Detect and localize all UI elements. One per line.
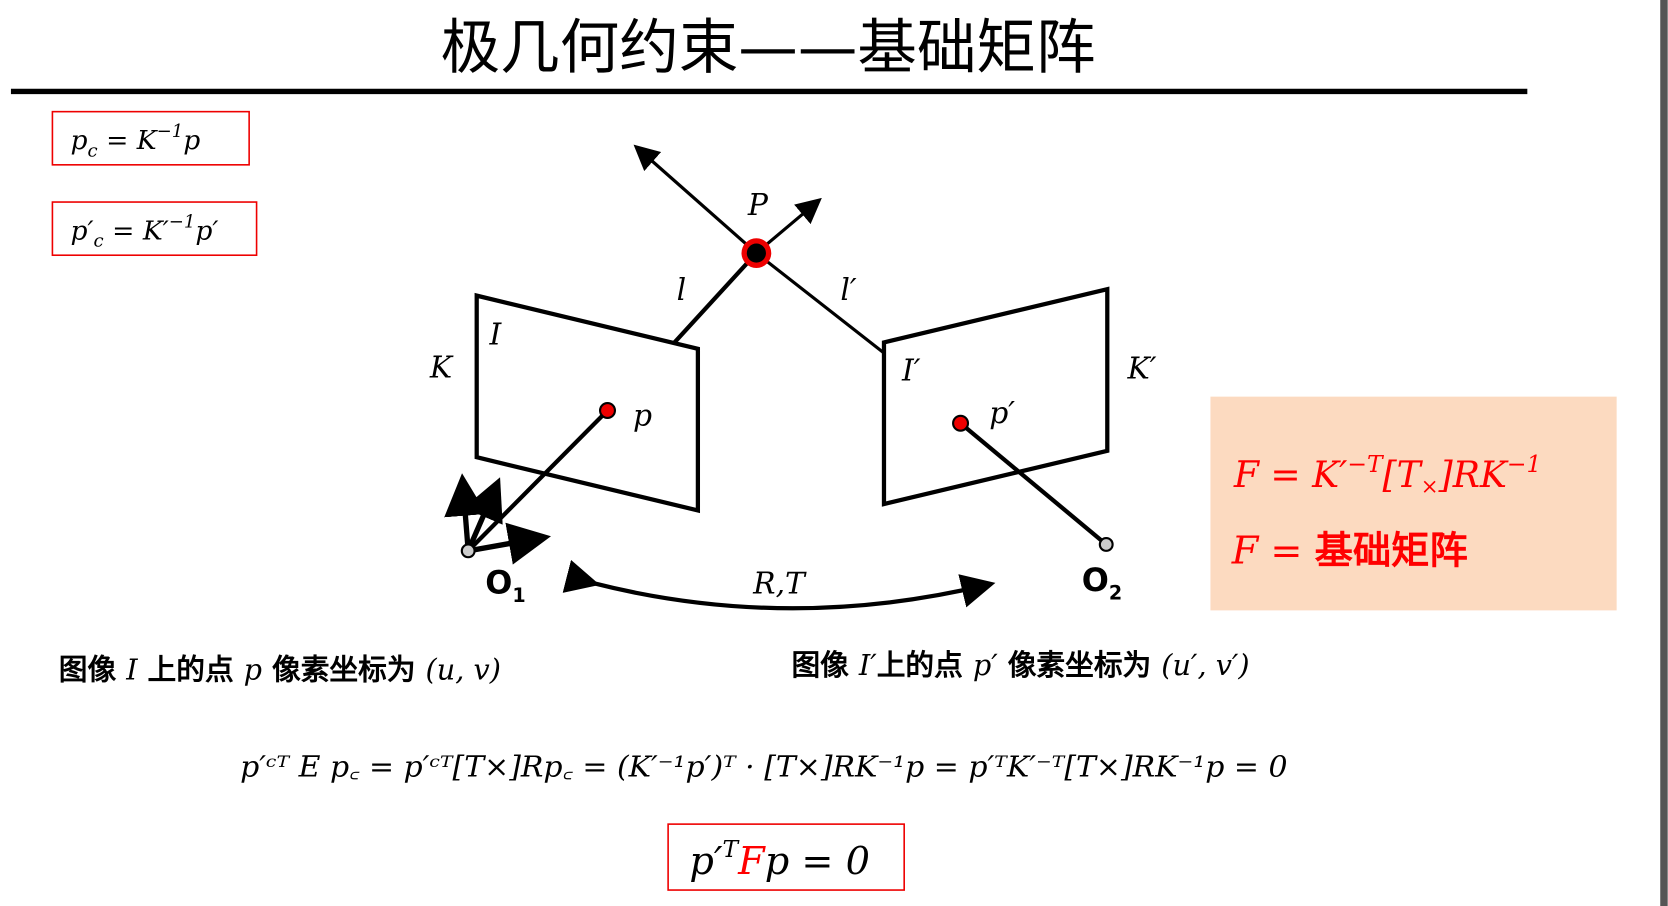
- camera-center-O1: [460, 543, 476, 559]
- label-I: I: [488, 318, 502, 353]
- label-I-prime: I′: [901, 354, 921, 389]
- label-p: p: [633, 398, 652, 433]
- line-l: [672, 251, 758, 344]
- ray-arrow-left: [633, 144, 758, 255]
- r: p = 0: [765, 839, 870, 884]
- image-plane-left: [474, 292, 701, 514]
- fundamental-matrix-box: F = K′−T[T×]RK−1 F = 基础矩阵: [1210, 396, 1617, 611]
- f: F =: [1231, 529, 1315, 574]
- line-l-prime: [755, 251, 885, 355]
- c: (u, v): [426, 653, 501, 687]
- svg-text:O2: O2: [1082, 561, 1122, 605]
- right-edge-scrollbar[interactable]: [1660, 0, 1668, 906]
- label-l-prime: l′: [840, 273, 857, 308]
- label-K: K: [429, 351, 454, 386]
- r: F: [737, 839, 766, 884]
- c: (u′, v′): [1161, 648, 1249, 682]
- label-RT: R,T: [752, 566, 807, 601]
- f: c: [88, 140, 98, 161]
- svg-text:pc = K−1p: pc = K−1p: [70, 121, 200, 161]
- ray-O2-p-prime: [959, 421, 1108, 547]
- f: −T: [1347, 450, 1385, 478]
- f: ]RK: [1438, 453, 1509, 496]
- f: ×: [1421, 474, 1439, 499]
- label-l: l: [677, 273, 687, 308]
- r: p′: [689, 839, 722, 884]
- c: 像素坐标为: [998, 648, 1162, 682]
- axis-arrow: [444, 473, 487, 552]
- caption-right: 图像 I′上的点 p′ 像素坐标为 (u′, v′): [791, 648, 1249, 682]
- f: p′: [70, 215, 93, 246]
- f: p′: [195, 215, 218, 246]
- c: 像素坐标为: [262, 653, 426, 687]
- c: I: [125, 653, 138, 687]
- svg-text:O1: O1: [485, 563, 525, 607]
- epipolar-diagram: [444, 144, 1110, 611]
- point-P-center: [746, 243, 766, 263]
- point-p-prime: [952, 414, 970, 432]
- rt-double-arrow: [562, 559, 996, 611]
- f: −1: [169, 212, 196, 233]
- f: = K′: [104, 215, 169, 246]
- c: p: [244, 653, 262, 687]
- c: p′: [973, 648, 998, 682]
- svg-text:F = K′−T[T×]RK−1: F = K′−T[T×]RK−1: [1233, 450, 1542, 499]
- formula-box-pc-prime: p′c = K′−1p′: [51, 201, 258, 257]
- label-O1: O: [485, 563, 512, 601]
- label-K-prime: K′: [1126, 352, 1156, 387]
- label-p-prime: p′: [989, 396, 1015, 431]
- image-plane-right: [881, 286, 1110, 507]
- derivation-equation: p′ᶜᵀ E p꜀ = p′ᶜᵀ[T×]Rp꜀ = (K′⁻¹p′)ᵀ · [T…: [240, 749, 1287, 783]
- f: −1: [157, 121, 184, 142]
- c: 图像: [791, 648, 858, 682]
- result-box: p′TFp = 0: [667, 823, 905, 891]
- ray-O1-p: [466, 408, 610, 553]
- c: 图像: [59, 653, 126, 687]
- label-O2-sub: 2: [1109, 582, 1122, 605]
- caption-left: 图像 I 上的点 p 像素坐标为 (u, v): [59, 653, 501, 687]
- c: 上的点: [138, 653, 244, 687]
- point-p: [598, 401, 617, 419]
- label-O1-sub: 1: [512, 584, 525, 607]
- axis-arrow: [467, 522, 551, 565]
- r: T: [723, 835, 741, 863]
- slide-title: 极几何约束——基础矩阵: [441, 14, 1096, 83]
- f: = K: [98, 125, 159, 156]
- f: p: [70, 125, 87, 156]
- f: 基础矩阵: [1315, 529, 1468, 574]
- svg-text:p′c = K′−1p′: p′c = K′−1p′: [70, 212, 218, 252]
- axis-arrow: [463, 477, 503, 552]
- f: F = K′: [1233, 453, 1348, 496]
- c: 上的点: [877, 648, 973, 682]
- f: −1: [1507, 450, 1541, 478]
- svg-text:F = 基础矩阵: F = 基础矩阵: [1231, 529, 1468, 574]
- f: c: [94, 231, 104, 252]
- label-O2: O: [1082, 561, 1109, 599]
- svg-text:p′TFp = 0: p′TFp = 0: [689, 835, 870, 884]
- label-P: P: [747, 188, 769, 223]
- f: [T: [1383, 453, 1424, 496]
- formula-box-pc: pc = K−1p: [51, 110, 250, 166]
- c: I′: [858, 648, 877, 682]
- camera-center-O2: [1098, 537, 1114, 552]
- f: p: [183, 125, 200, 156]
